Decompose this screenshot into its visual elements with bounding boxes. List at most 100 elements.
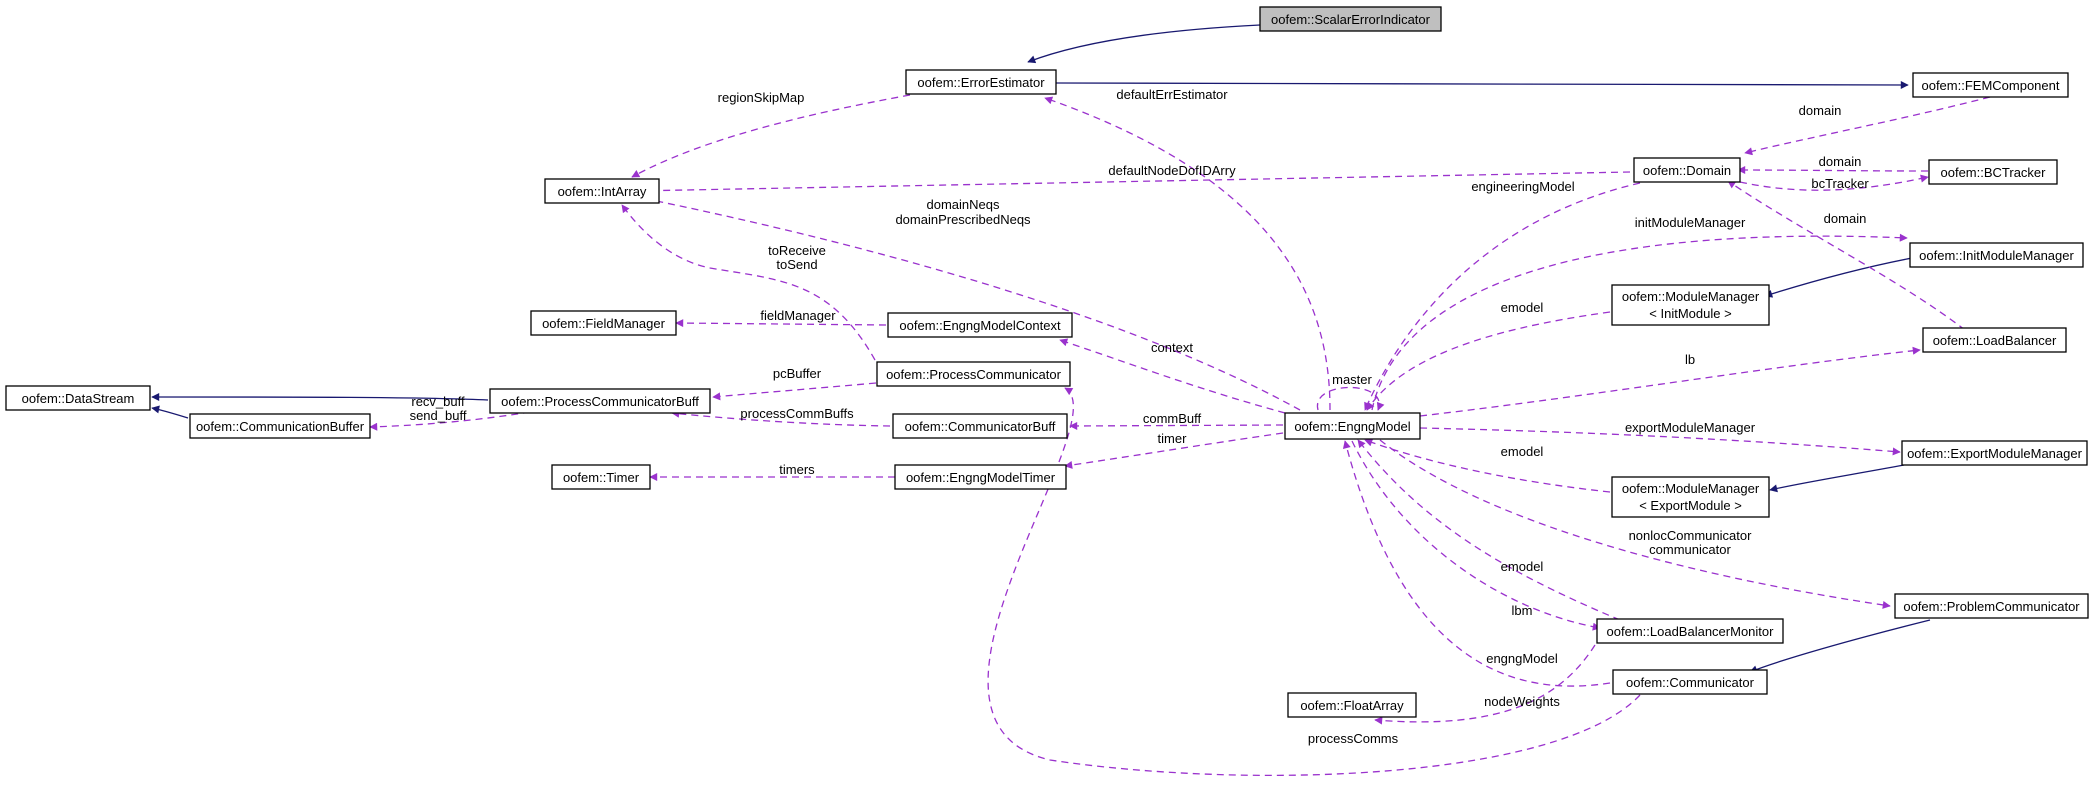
node-engng-model[interactable]: oofem::EngngModel	[1284, 412, 1421, 440]
node-label: oofem::FloatArray	[1300, 698, 1404, 713]
edge-engngmodel-problemcommunicator	[1379, 439, 1891, 609]
edge-modulemanagerexport-engngmodel	[1364, 438, 1611, 493]
edge-label-recv-buff: recv_buff	[411, 394, 465, 409]
node-label: oofem::EngngModel	[1294, 419, 1410, 434]
node-communication-buffer[interactable]: oofem::CommunicationBuffer	[189, 413, 371, 439]
edge-label-default-err-estimator: defaultErrEstimator	[1116, 87, 1228, 102]
edge-label-emodel-export: emodel	[1501, 444, 1544, 459]
edge-label-default-node-dof-id-arry: defaultNodeDofIDArry	[1108, 163, 1236, 178]
edge-label-domain-prescribed-neqs: domainPrescribedNeqs	[895, 212, 1031, 227]
node-label: oofem::Communicator	[1626, 675, 1755, 690]
node-label: oofem::InitModuleManager	[1919, 248, 2074, 263]
edge-label-process-comms: processComms	[1308, 731, 1399, 746]
node-init-module-manager[interactable]: oofem::InitModuleManager	[1909, 242, 2084, 268]
node-label: oofem::LoadBalancerMonitor	[1607, 624, 1775, 639]
node-label: oofem::CommunicatorBuff	[905, 419, 1056, 434]
node-int-array[interactable]: oofem::IntArray	[544, 178, 660, 204]
edge-inherit-errorestimator-femcomponent	[1055, 80, 1909, 89]
node-process-communicator-buff[interactable]: oofem::ProcessCommunicatorBuff	[489, 388, 711, 414]
node-label: oofem::DataStream	[22, 391, 135, 406]
edge-label-timer: timer	[1158, 431, 1188, 446]
edge-label-domain-lb: domain	[1824, 211, 1867, 226]
edge-communicator-engngmodel	[1342, 440, 1611, 687]
node-fem-component[interactable]: oofem::FEMComponent	[1912, 72, 2069, 98]
node-export-module-manager[interactable]: oofem::ExportModuleManager	[1901, 440, 2088, 466]
edge-label-domain-neqs: domainNeqs	[927, 197, 1000, 212]
edge-label-nonloc-communicator: nonlocCommunicator	[1629, 528, 1753, 543]
node-float-array[interactable]: oofem::FloatArray	[1287, 692, 1417, 718]
node-label: oofem::ProcessCommunicator	[886, 367, 1062, 382]
node-field-manager[interactable]: oofem::FieldManager	[530, 310, 677, 336]
edge-label-domain-fem: domain	[1799, 103, 1842, 118]
edge-errorestimator-intarray	[631, 94, 911, 178]
edge-label-process-comm-buffs: processCommBuffs	[740, 406, 854, 421]
edge-label-to-receive: toReceive	[768, 243, 826, 258]
node-bc-tracker[interactable]: oofem::BCTracker	[1928, 159, 2058, 185]
node-module-manager-export[interactable]: oofem::ModuleManager < ExportModule >	[1611, 476, 1770, 518]
node-label: oofem::ScalarErrorIndicator	[1271, 12, 1431, 27]
node-label: oofem::Domain	[1643, 163, 1731, 178]
edge-loadbalancermonitor-floatarray	[1374, 644, 1596, 725]
edge-label-send-buff: send_buff	[410, 408, 467, 423]
node-data-stream[interactable]: oofem::DataStream	[5, 385, 151, 411]
edge-label-node-weights: nodeWeights	[1484, 694, 1560, 709]
edge-inherit-initmodulemanager-modulemanagerinit	[1764, 257, 1913, 298]
edge-label-comm-buff: commBuff	[1143, 411, 1202, 426]
nodes: oofem::ScalarErrorIndicator oofem::Error…	[5, 6, 2089, 718]
node-label: oofem::LoadBalancer	[1933, 333, 2057, 348]
edge-label-master: master	[1332, 372, 1372, 387]
node-load-balancer-monitor[interactable]: oofem::LoadBalancerMonitor	[1596, 618, 1784, 644]
node-problem-communicator[interactable]: oofem::ProblemCommunicator	[1894, 593, 2089, 619]
edge-loadbalancer-domain	[1727, 180, 1966, 331]
edge-label-lb: lb	[1685, 352, 1695, 367]
edge-label-lbm: lbm	[1512, 603, 1533, 618]
edge-inherit-processcommunicatorbuff-datastream	[151, 393, 489, 402]
node-label: oofem::ModuleManager	[1622, 289, 1760, 304]
edge-label-context: context	[1151, 340, 1193, 355]
edge-communicatorbuff-processcommunicatorbuff	[671, 409, 891, 427]
node-label: oofem::ErrorEstimator	[917, 75, 1045, 90]
edge-bctracker-domain	[1737, 166, 1929, 175]
edge-label-domain-bc: domain	[1819, 154, 1862, 169]
edge-label-timers: timers	[779, 462, 815, 477]
edge-inherit-communicationbuffer-datastream	[151, 405, 189, 419]
edge-label-bc-tracker: bcTracker	[1811, 176, 1869, 191]
node-communicator-buff[interactable]: oofem::CommunicatorBuff	[892, 413, 1068, 439]
node-module-manager-init[interactable]: oofem::ModuleManager < InitModule >	[1611, 284, 1770, 326]
node-communicator[interactable]: oofem::Communicator	[1612, 669, 1768, 695]
node-label: oofem::ProblemCommunicator	[1903, 599, 2080, 614]
node-engng-model-timer[interactable]: oofem::EngngModelTimer	[894, 464, 1067, 490]
node-engng-model-context[interactable]: oofem::EngngModelContext	[887, 312, 1073, 338]
edge-domain-intarray	[632, 171, 1631, 195]
edge-label-emodel-init: emodel	[1501, 300, 1544, 315]
node-label-line-2: < InitModule >	[1649, 306, 1731, 321]
node-label: oofem::FieldManager	[542, 316, 666, 331]
node-load-balancer[interactable]: oofem::LoadBalancer	[1922, 327, 2067, 353]
edge-inherit-problemcommunicator-communicator	[1749, 619, 1931, 674]
edge-label-communicator: communicator	[1649, 542, 1731, 557]
edge-label-export-module-manager: exportModuleManager	[1625, 420, 1756, 435]
node-timer[interactable]: oofem::Timer	[551, 464, 651, 490]
edge-label-to-send: toSend	[776, 257, 817, 272]
node-label: oofem::FEMComponent	[1921, 78, 2059, 93]
node-label: oofem::EngngModelContext	[899, 318, 1061, 333]
edge-engngmodel-errorestimator	[1044, 96, 1331, 411]
node-label: oofem::IntArray	[558, 184, 647, 199]
edge-engngmodel-loadbalancermonitor	[1351, 440, 1601, 631]
node-error-estimator[interactable]: oofem::ErrorEstimator	[905, 69, 1057, 95]
edge-modulemanagerinit-engngmodel	[1366, 311, 1611, 411]
node-label: oofem::BCTracker	[1941, 165, 2047, 180]
edge-label-emodel-lbm: emodel	[1501, 559, 1544, 574]
edge-label-engng-model: engngModel	[1486, 651, 1558, 666]
edge-engngmodelcontext-fieldmanager	[675, 319, 887, 328]
node-process-communicator[interactable]: oofem::ProcessCommunicator	[876, 361, 1071, 387]
node-scalar-error-indicator[interactable]: oofem::ScalarErrorIndicator	[1259, 6, 1442, 32]
edge-label-init-module-manager: initModuleManager	[1635, 215, 1746, 230]
edge-label-region-skip-map: regionSkipMap	[718, 90, 805, 105]
edges	[151, 24, 1991, 776]
node-label: oofem::EngngModelTimer	[906, 470, 1056, 485]
node-domain[interactable]: oofem::Domain	[1633, 157, 1741, 183]
node-label: oofem::Timer	[563, 470, 640, 485]
node-label: oofem::ProcessCommunicatorBuff	[501, 394, 699, 409]
